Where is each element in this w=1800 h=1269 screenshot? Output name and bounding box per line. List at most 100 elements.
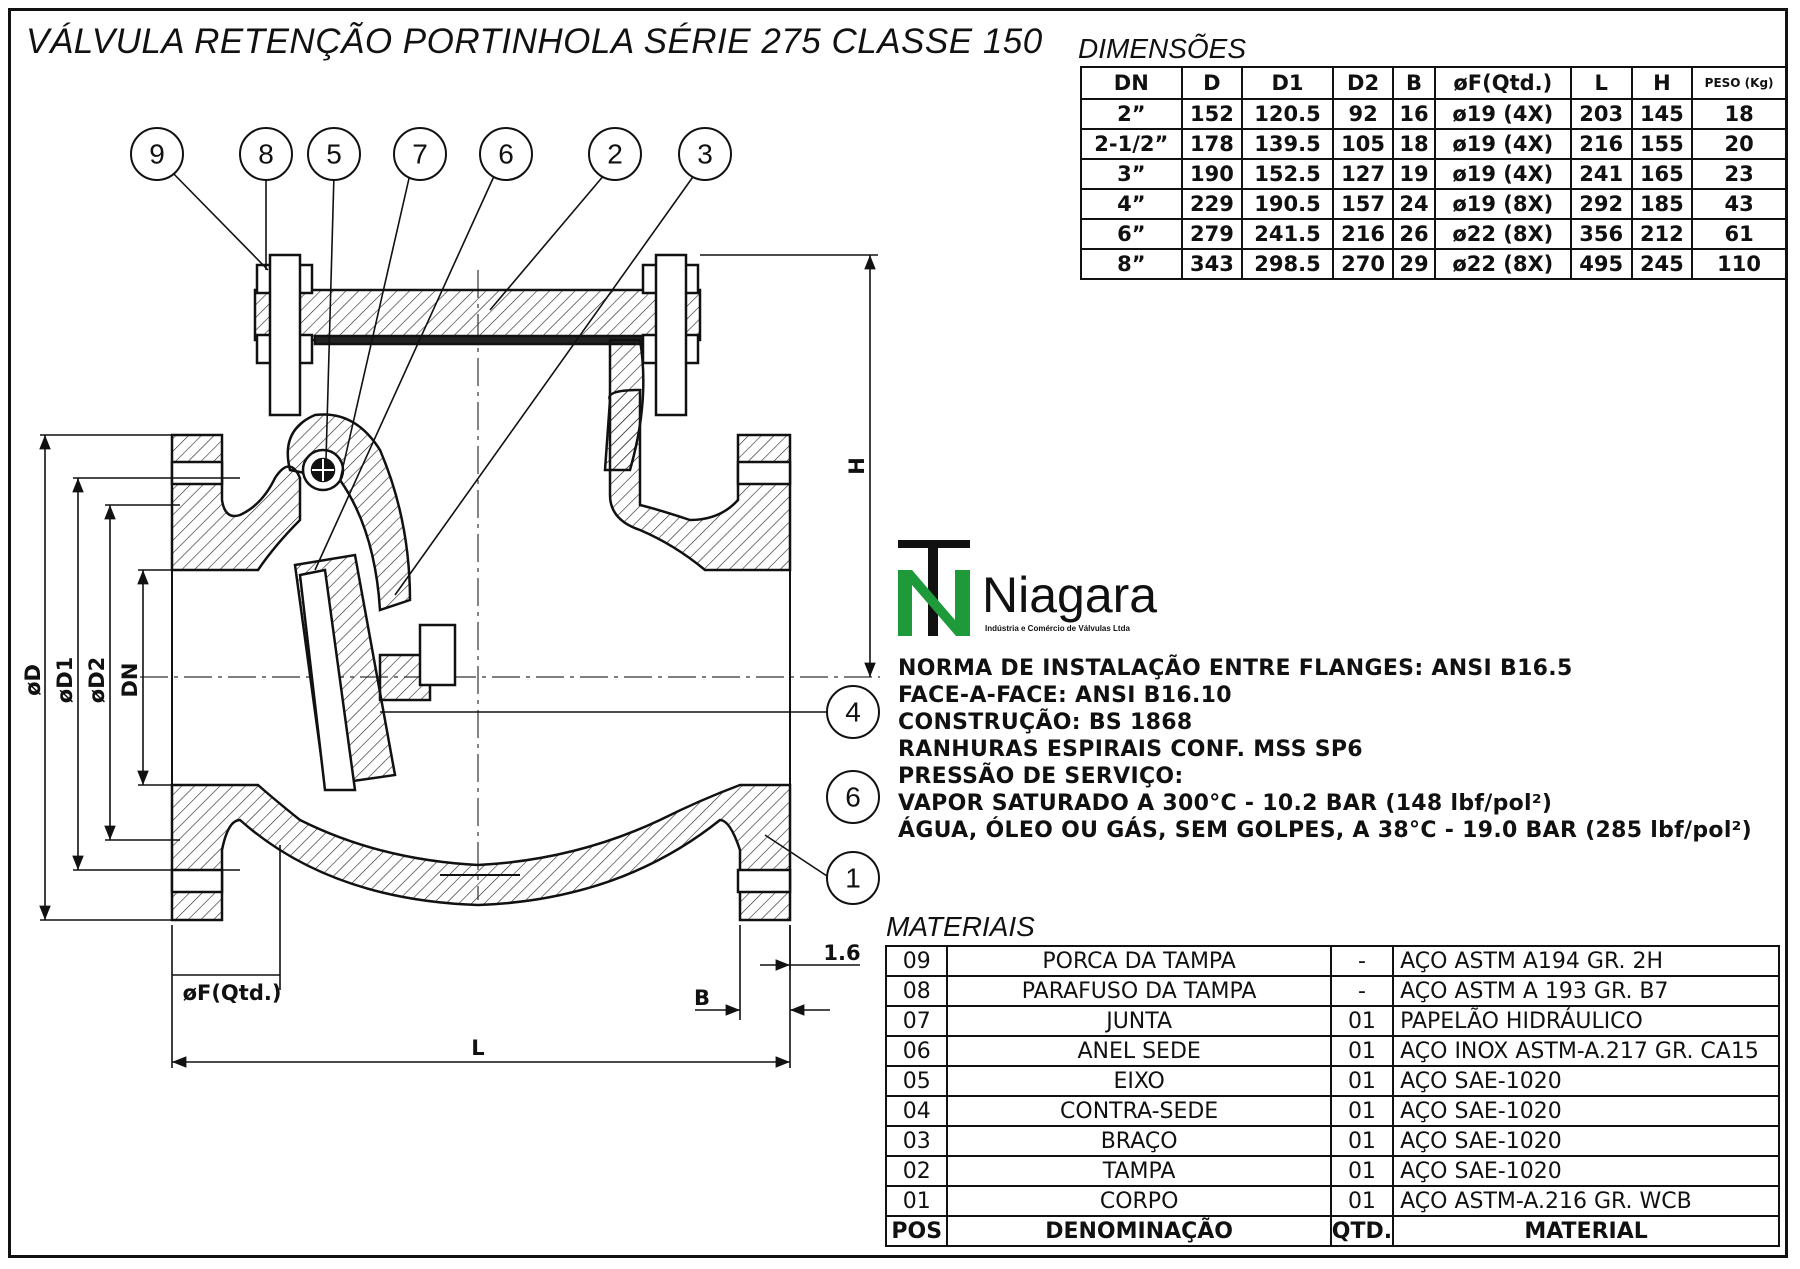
dimension-lines — [39, 254, 878, 1068]
spec-line: VAPOR SATURADO A 300°C - 10.2 BAR (148 l… — [898, 791, 1553, 816]
spec-line: CONSTRUÇÃO: BS 1868 — [898, 710, 1193, 735]
balloon-label: 6 — [845, 782, 861, 813]
table-cell: 356 — [1569, 218, 1633, 250]
table-cell: 19 — [1392, 158, 1436, 190]
table-cell: ø19 (4X) — [1433, 98, 1572, 130]
table-cell: 01 — [1329, 1005, 1395, 1037]
table-cell: ø22 (8X) — [1433, 248, 1572, 280]
table-cell: 105 — [1331, 128, 1395, 160]
table-cell: BRAÇO — [946, 1125, 1332, 1157]
disc-assembly — [286, 413, 457, 792]
table-cell: 01 — [1329, 1065, 1395, 1097]
table-cell: 212 — [1630, 218, 1694, 250]
table-cell: ø19 (8X) — [1433, 188, 1572, 220]
table-cell: 152.5 — [1241, 158, 1334, 190]
table-cell: 01 — [1329, 1125, 1395, 1157]
logo-tagline: Indústria e Comércio de Válvulas Ltda — [985, 624, 1130, 633]
table-cell: ø19 (4X) — [1433, 158, 1572, 190]
dim-label-gap: 1.6 — [823, 941, 860, 965]
table-cell: 18 — [1691, 98, 1787, 130]
centerlines — [140, 270, 880, 900]
balloon-label: 5 — [326, 139, 342, 170]
spec-line: FACE-A-FACE: ANSI B16.10 — [898, 683, 1232, 708]
dim-label-d: øD — [21, 664, 45, 696]
table-cell: 92 — [1331, 98, 1395, 130]
table-cell: 152 — [1180, 98, 1244, 130]
table-cell: 01 — [1329, 1185, 1395, 1217]
col-header: D2 — [1331, 66, 1395, 100]
materials-label: MATERIAIS — [886, 911, 1035, 942]
table-cell: 07 — [884, 1005, 949, 1037]
table-header-row: DN D D1 D2 B øF(Qtd.) L H PESO (Kg) — [1080, 66, 1787, 100]
table-cell: 3” — [1080, 158, 1183, 190]
table-cell: AÇO ASTM A194 GR. 2H — [1392, 945, 1780, 977]
table-cell: 24 — [1392, 188, 1436, 220]
valve-bonnet — [253, 288, 702, 472]
table-cell: 09 — [884, 945, 949, 977]
col-header: øF(Qtd.) — [1433, 66, 1572, 100]
drawing-title: VÁLVULA RETENÇÃO PORTINHOLA SÉRIE 275 CL… — [26, 22, 1043, 61]
table-cell: PARAFUSO DA TAMPA — [946, 975, 1332, 1007]
table-cell: ANEL SEDE — [946, 1035, 1332, 1067]
balloon-label: 1 — [845, 863, 861, 894]
table-cell: 43 — [1691, 188, 1787, 220]
dimensions-table: DN D D1 D2 B øF(Qtd.) L H PESO (Kg) 2”15… — [1080, 66, 1787, 280]
col-header: QTD. — [1329, 1215, 1395, 1247]
table-cell: PAPELÃO HIDRÁULICO — [1392, 1005, 1780, 1037]
balloon-label: 4 — [845, 697, 861, 728]
col-header: PESO (Kg) — [1691, 66, 1787, 100]
table-cell: ø19 (4X) — [1433, 128, 1572, 160]
table-cell: 16 — [1392, 98, 1436, 130]
table-cell: 241 — [1569, 158, 1633, 190]
dim-label-h: H — [845, 457, 869, 475]
table-cell: 18 — [1392, 128, 1436, 160]
col-header: D1 — [1241, 66, 1334, 100]
table-cell: 298.5 — [1241, 248, 1334, 280]
table-cell: - — [1329, 945, 1395, 977]
spec-line: PRESSÃO DE SERVIÇO: — [898, 764, 1184, 789]
col-header: DENOMINAÇÃO — [946, 1215, 1332, 1247]
table-cell: - — [1329, 975, 1395, 1007]
table-cell: AÇO SAE-1020 — [1392, 1155, 1780, 1187]
table-cell: 495 — [1569, 248, 1633, 280]
table-cell: 270 — [1331, 248, 1395, 280]
table-cell: 241.5 — [1241, 218, 1334, 250]
table-cell: 08 — [884, 975, 949, 1007]
table-cell: 165 — [1630, 158, 1694, 190]
table-cell: 02 — [884, 1155, 949, 1187]
col-header: POS — [884, 1215, 949, 1247]
dim-label-d1: øD1 — [53, 657, 77, 703]
dimensions-label: DIMENSÕES — [1078, 33, 1247, 64]
table-cell: AÇO ASTM-A.216 GR. WCB — [1392, 1185, 1780, 1217]
table-cell: 20 — [1691, 128, 1787, 160]
table-cell: 157 — [1331, 188, 1395, 220]
drawing-frame — [8, 8, 1788, 1258]
table-cell: 127 — [1331, 158, 1395, 190]
table-cell: 2” — [1080, 98, 1183, 130]
table-cell: 110 — [1691, 248, 1787, 280]
table-cell: AÇO ASTM A 193 GR. B7 — [1392, 975, 1780, 1007]
table-cell: 190.5 — [1241, 188, 1334, 220]
col-header: L — [1569, 66, 1633, 100]
bore-lines — [171, 570, 791, 876]
table-cell: CORPO — [946, 1185, 1332, 1217]
logo-name: Niagara — [982, 567, 1158, 623]
table-cell: 01 — [884, 1185, 949, 1217]
valve-body — [170, 388, 792, 922]
table-cell: JUNTA — [946, 1005, 1332, 1037]
table-cell: 120.5 — [1241, 98, 1334, 130]
dim-label-f: øF(Qtd.) — [183, 981, 282, 1005]
table-cell: 178 — [1180, 128, 1244, 160]
bonnet-bolts — [255, 253, 700, 417]
balloon-label: 7 — [412, 139, 428, 170]
balloon-label: 6 — [498, 139, 514, 170]
